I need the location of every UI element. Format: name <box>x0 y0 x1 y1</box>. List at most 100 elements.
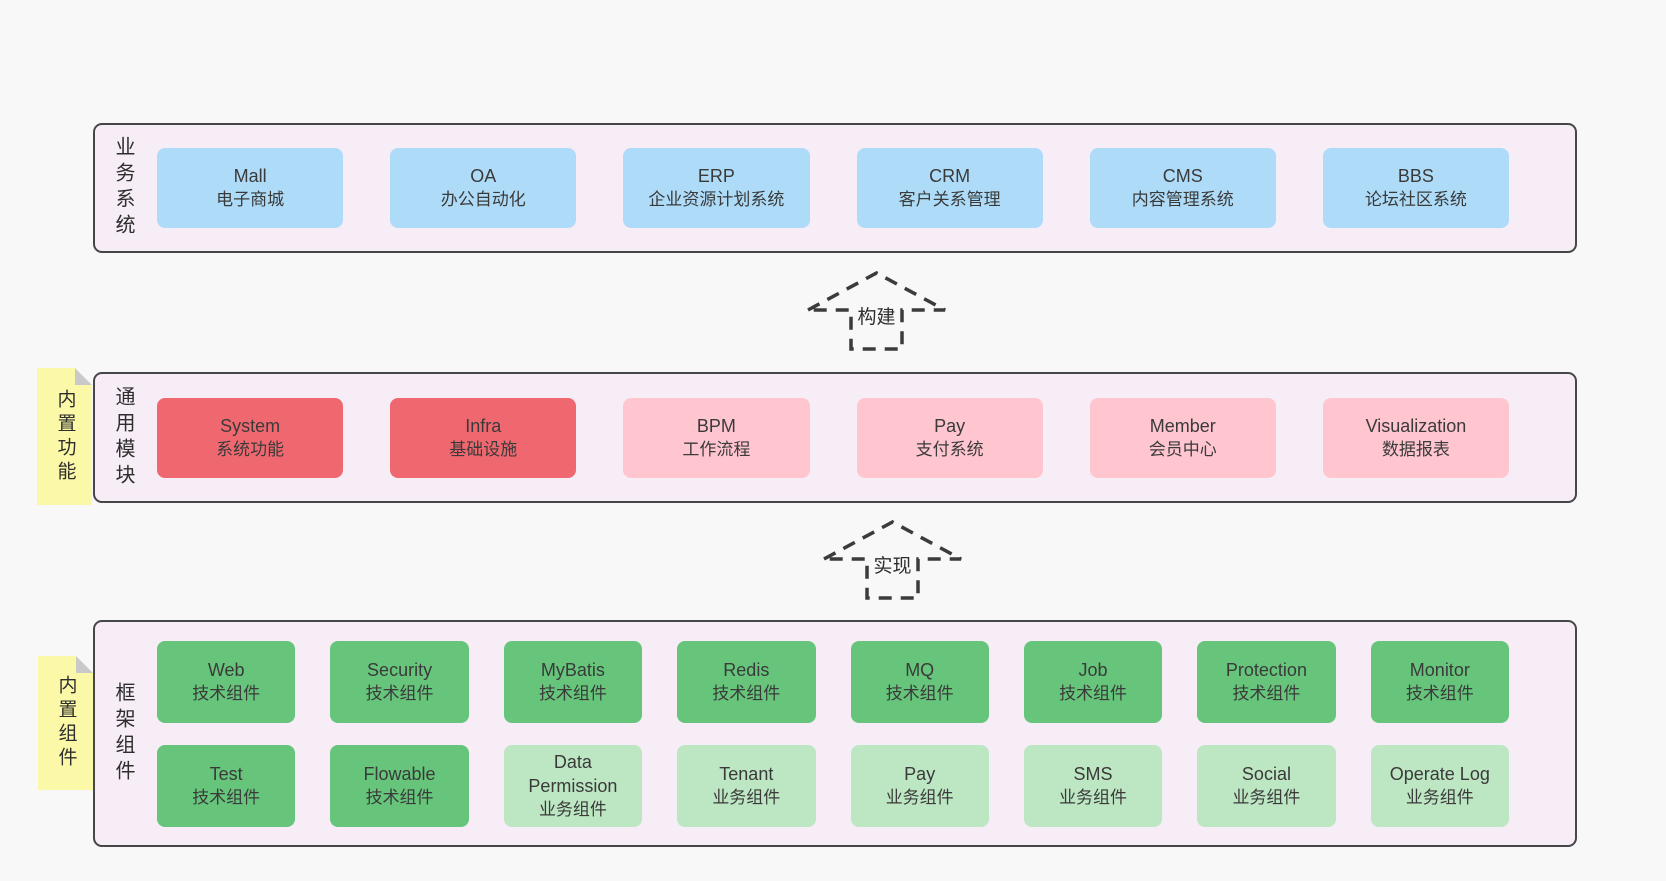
framework-components-panel: 框架组件 Web 技术组件 Security 技术组件 MyBatis 技术组件… <box>93 620 1577 847</box>
box-sms: SMS 业务组件 <box>1023 744 1163 827</box>
box-name: CRM <box>929 166 971 186</box>
box-name: Flowable <box>363 763 436 784</box>
box-desc: 技术组件 <box>192 787 261 807</box>
box-desc: 会员中心 <box>1148 439 1217 459</box>
box-desc: 技术组件 <box>712 683 781 703</box>
box-protection: Protection 技术组件 <box>1197 640 1336 723</box>
box-desc: 技术组件 <box>538 683 607 703</box>
box-redis: Redis 技术组件 <box>677 640 816 723</box>
box-desc: 业务组件 <box>712 787 781 807</box>
box-name: MQ <box>905 659 935 680</box>
box-desc: 业务组件 <box>885 787 954 807</box>
box-name: Visualization <box>1365 415 1467 436</box>
builtin-components-note-text: 内置组件 <box>55 675 77 771</box>
box-oa: OA 办公自动化 <box>390 148 577 228</box>
build-arrow: 构建 <box>806 270 947 352</box>
box-desc: 电子商城 <box>216 190 285 209</box>
box-name: Security <box>367 659 433 680</box>
implement-arrow: 实现 <box>822 519 963 601</box>
box-bpm: BPM 工作流程 <box>623 397 810 478</box>
box-data-permission: Data Permission 业务组件 <box>503 744 643 827</box>
up-arrow-dashed-icon <box>807 271 946 351</box>
box-pay: Pay 支付系统 <box>856 397 1043 478</box>
note-fold-icon <box>76 656 93 673</box>
box-job: Job 技术组件 <box>1023 640 1163 723</box>
builtin-components-note: 内置组件 <box>38 656 93 790</box>
box-name: Data Permission <box>528 751 618 796</box>
box-name: Web <box>207 659 245 680</box>
box-social: Social 业务组件 <box>1197 744 1336 827</box>
box-name: BPM <box>696 415 736 436</box>
box-name: ERP <box>697 166 735 186</box>
up-arrow-dashed-icon <box>823 520 962 600</box>
box-name: System <box>220 415 281 436</box>
box-infra: Infra 基础设施 <box>390 397 577 478</box>
box-name: Pay <box>934 415 966 436</box>
box-desc: 业务组件 <box>538 799 607 819</box>
box-name: Operate Log <box>1389 763 1490 784</box>
box-desc: 企业资源计划系统 <box>648 190 785 209</box>
box-desc: 工作流程 <box>682 439 751 459</box>
implement-arrow-label: 实现 <box>870 555 915 578</box>
box-desc: 业务组件 <box>1059 787 1128 807</box>
box-flowable: Flowable 技术组件 <box>330 744 469 827</box>
box-name: Test <box>209 763 243 784</box>
box-mall: Mall 电子商城 <box>157 148 344 228</box>
box-test: Test 技术组件 <box>157 744 296 827</box>
box-name: OA <box>470 166 497 186</box>
box-name: Protection <box>1225 659 1307 680</box>
box-pay-biz: Pay 业务组件 <box>850 744 989 827</box>
box-desc: 技术组件 <box>1405 683 1474 703</box>
box-cms: CMS 内容管理系统 <box>1089 148 1276 228</box>
box-desc: 系统功能 <box>216 439 285 459</box>
common-modules-label-text: 通用模块 <box>112 385 134 490</box>
box-name: Tenant <box>719 763 774 784</box>
box-desc: 技术组件 <box>1059 683 1128 703</box>
box-name: Redis <box>723 659 770 680</box>
box-name: SMS <box>1073 763 1113 784</box>
box-name: Infra <box>465 415 502 436</box>
box-name: CMS <box>1162 166 1203 186</box>
box-desc: 技术组件 <box>365 683 434 703</box>
box-desc: 基础设施 <box>449 439 518 459</box>
builtin-features-note-text: 内置功能 <box>54 388 76 485</box>
box-name: Pay <box>904 763 936 784</box>
box-name: MyBatis <box>540 659 605 680</box>
box-web: Web 技术组件 <box>157 640 296 723</box>
box-desc: 技术组件 <box>1232 683 1301 703</box>
common-modules-label: 通用模块 <box>107 374 139 501</box>
box-desc: 数据报表 <box>1381 439 1450 459</box>
box-desc: 技术组件 <box>885 683 954 703</box>
box-crm: CRM 客户关系管理 <box>856 148 1043 228</box>
box-name: Social <box>1241 763 1291 784</box>
box-visualization: Visualization 数据报表 <box>1322 397 1510 478</box>
box-desc: 业务组件 <box>1232 787 1301 807</box>
box-desc: 技术组件 <box>365 787 434 807</box>
build-arrow-label: 构建 <box>854 306 899 329</box>
box-name: Member <box>1149 415 1216 436</box>
box-system: System 系统功能 <box>157 397 344 478</box>
box-desc: 技术组件 <box>192 683 261 703</box>
note-fold-icon <box>75 368 92 385</box>
box-erp: ERP 企业资源计划系统 <box>623 148 810 228</box>
box-name: Mall <box>233 166 267 186</box>
business-systems-label: 业务系统 <box>107 125 139 251</box>
box-desc: 办公自动化 <box>440 190 526 209</box>
box-desc: 论坛社区系统 <box>1364 190 1467 209</box>
framework-components-label-text: 框架组件 <box>112 681 134 786</box>
box-security: Security 技术组件 <box>330 640 469 723</box>
box-name: BBS <box>1397 166 1434 186</box>
box-desc: 业务组件 <box>1405 787 1474 807</box>
common-modules-panel: 通用模块 System 系统功能 Infra 基础设施 BPM 工作流程 Pay <box>93 372 1577 503</box>
framework-components-label: 框架组件 <box>107 622 139 845</box>
builtin-features-note: 内置功能 <box>37 368 92 505</box>
box-tenant: Tenant 业务组件 <box>677 744 816 827</box>
box-operate-log: Operate Log 业务组件 <box>1370 744 1509 827</box>
box-desc: 内容管理系统 <box>1131 190 1234 209</box>
box-mq: MQ 技术组件 <box>850 640 989 723</box>
box-mybatis: MyBatis 技术组件 <box>503 640 643 723</box>
box-member: Member 会员中心 <box>1089 397 1276 478</box>
business-systems-label-text: 业务系统 <box>112 136 134 240</box>
box-name: Monitor <box>1409 659 1470 680</box>
